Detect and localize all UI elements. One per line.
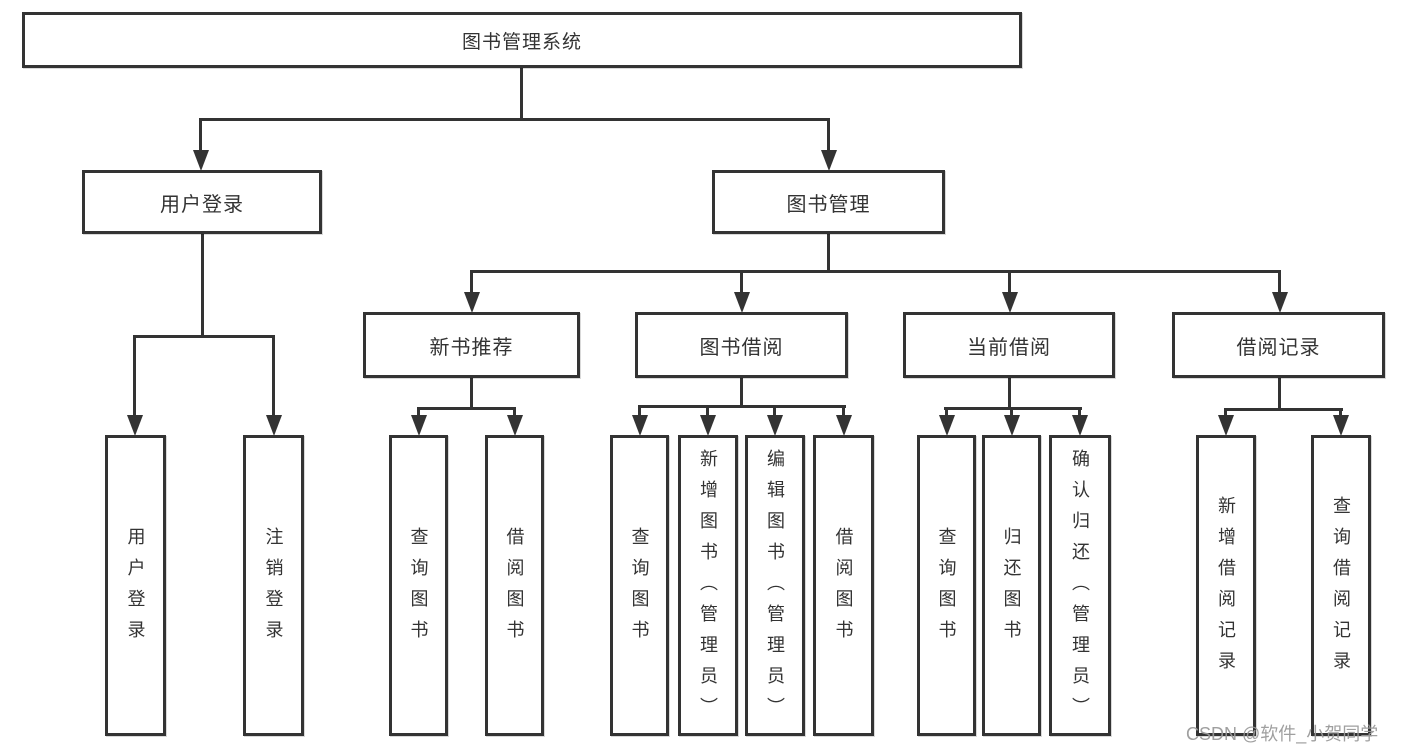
- arrowhead-down-icon: [1272, 292, 1288, 313]
- arrowhead-down-icon: [1004, 415, 1020, 436]
- connector-hline: [199, 118, 830, 121]
- connector-vline: [272, 335, 275, 419]
- connector-vline: [201, 233, 204, 337]
- connector-vline: [470, 377, 473, 409]
- arrowhead-down-icon: [464, 292, 480, 313]
- connector-vline: [470, 270, 473, 297]
- connector-vline: [133, 335, 136, 419]
- arrowhead-down-icon: [127, 415, 143, 436]
- connector-vline: [417, 407, 420, 419]
- node-new-book-recommend: 新书推荐: [363, 312, 580, 378]
- node-book-borrowing: 图书借阅: [635, 312, 848, 378]
- node-current-borrowing: 当前借阅: [903, 312, 1115, 378]
- leaf-borrowing-query-books: 查询图书: [610, 435, 669, 736]
- node-book-management: 图书管理: [712, 170, 945, 234]
- leaf-recommend-query-books: 查询图书: [389, 435, 448, 736]
- arrowhead-down-icon: [193, 150, 209, 171]
- connector-vline: [1339, 408, 1342, 419]
- leaf-records-query-record: 查询借阅记录: [1311, 435, 1371, 736]
- leaf-borrowing-add-books-admin: 新增图书（管理员）: [678, 435, 738, 736]
- connector-vline: [1008, 270, 1011, 297]
- arrowhead-down-icon: [266, 415, 282, 436]
- connector-vline: [827, 233, 830, 272]
- arrowhead-down-icon: [767, 415, 783, 436]
- connector-hline: [944, 407, 1082, 410]
- connector-vline: [740, 270, 743, 297]
- arrowhead-down-icon: [1002, 292, 1018, 313]
- arrowhead-down-icon: [1218, 415, 1234, 436]
- node-library-management-system: 图书管理系统: [22, 12, 1022, 68]
- connector-vline: [1278, 377, 1281, 410]
- connector-hline: [417, 407, 516, 410]
- leaf-borrowing-edit-books-admin: 编辑图书（管理员）: [745, 435, 805, 736]
- leaf-current-query-books: 查询图书: [917, 435, 976, 736]
- connector-vline: [1278, 270, 1281, 297]
- arrowhead-down-icon: [939, 415, 955, 436]
- arrowhead-down-icon: [632, 415, 648, 436]
- arrowhead-down-icon: [507, 415, 523, 436]
- arrowhead-down-icon: [836, 415, 852, 436]
- connector-vline: [1078, 407, 1081, 419]
- connector-vline: [827, 118, 830, 156]
- connector-vline: [199, 118, 202, 156]
- connector-vline: [1008, 377, 1011, 409]
- connector-vline: [945, 407, 948, 419]
- leaf-borrowing-borrow-books: 借阅图书: [813, 435, 874, 736]
- leaf-current-return-books: 归还图书: [982, 435, 1041, 736]
- leaf-logout: 注销登录: [243, 435, 304, 736]
- connector-vline: [1224, 408, 1227, 419]
- connector-vline: [773, 405, 776, 419]
- leaf-user-login: 用户登录: [105, 435, 166, 736]
- node-borrowing-records: 借阅记录: [1172, 312, 1385, 378]
- connector-vline: [520, 66, 523, 120]
- arrowhead-down-icon: [411, 415, 427, 436]
- connector-vline: [513, 407, 516, 419]
- connector-vline: [638, 405, 641, 419]
- connector-hline: [133, 335, 275, 338]
- leaf-records-add-record: 新增借阅记录: [1196, 435, 1256, 736]
- connector-vline: [1010, 407, 1013, 419]
- leaf-current-confirm-return-admin: 确认归还（管理员）: [1049, 435, 1111, 736]
- node-user-login: 用户登录: [82, 170, 322, 234]
- arrowhead-down-icon: [734, 292, 750, 313]
- connector-hline: [470, 270, 1281, 273]
- leaf-recommend-borrow-books: 借阅图书: [485, 435, 544, 736]
- csdn-watermark: CSDN @软件_小贺同学: [1186, 724, 1379, 744]
- connector-vline: [740, 377, 743, 407]
- connector-vline: [842, 405, 845, 419]
- arrowhead-down-icon: [821, 150, 837, 171]
- connector-hline: [1224, 408, 1343, 411]
- arrowhead-down-icon: [1333, 415, 1349, 436]
- arrowhead-down-icon: [700, 415, 716, 436]
- arrowhead-down-icon: [1072, 415, 1088, 436]
- connector-vline: [706, 405, 709, 419]
